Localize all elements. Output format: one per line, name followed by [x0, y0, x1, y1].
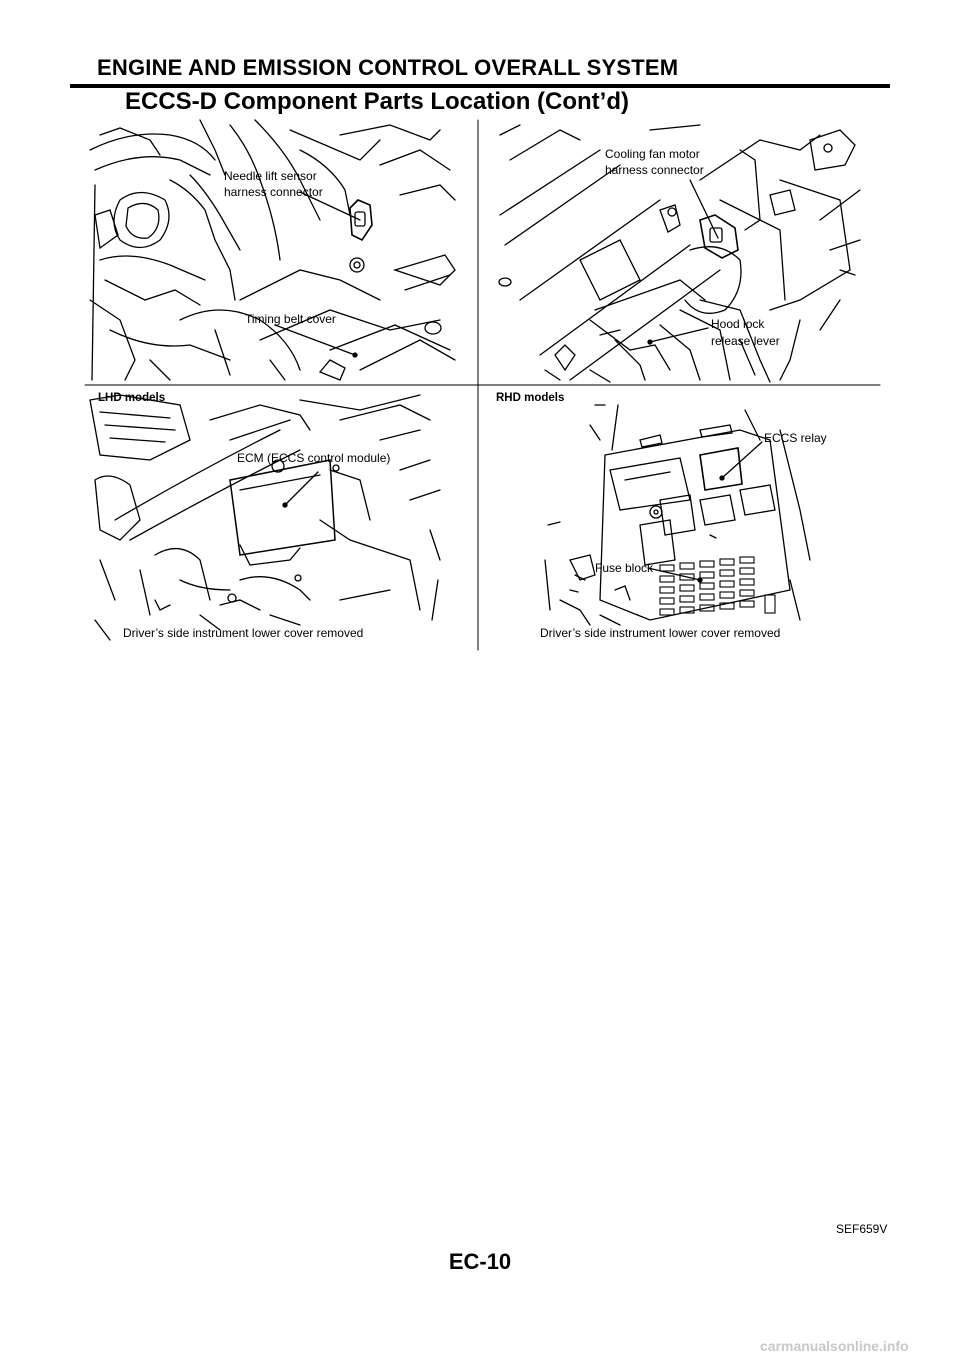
subsection-title: ECCS-D Component Parts Location (Cont’d) — [125, 88, 629, 115]
front-end-illustration-right — [498, 124, 861, 383]
section-title: ENGINE AND EMISSION CONTROL OVERALL SYST… — [97, 55, 679, 80]
figure-code: SEF659V — [836, 1222, 888, 1236]
ecm-label: ECM (ECCS control module) — [237, 451, 390, 465]
header-rule — [70, 84, 890, 88]
component-location-figure: Needle lift sensor harness connector Tim… — [84, 119, 881, 651]
lhd-ecm-illustration — [89, 394, 441, 641]
cooling-fan-motor-label-line2: harness connector — [605, 163, 704, 177]
page-number: EC-10 — [448, 1249, 512, 1274]
needle-lift-sensor-label-line2: harness connector — [224, 185, 323, 199]
hood-lock-label-line2: release lever — [711, 334, 780, 348]
lhd-models-heading: LHD models — [98, 392, 165, 404]
timing-belt-cover-label: Timing belt cover — [245, 312, 336, 326]
rhd-fuse-block-illustration — [544, 404, 811, 626]
rhd-caption: Driver’s side instrument lower cover rem… — [540, 626, 780, 640]
lhd-caption: Driver’s side instrument lower cover rem… — [123, 626, 363, 640]
hood-lock-label: Hood lock — [711, 317, 765, 331]
rhd-models-heading: RHD models — [496, 392, 564, 404]
cooling-fan-motor-label: Cooling fan motor — [605, 147, 700, 161]
fuse-block-label: Fuse block — [595, 561, 654, 575]
eccs-relay-label: ECCS relay — [764, 431, 827, 445]
watermark: carmanualsonline.info — [760, 1338, 909, 1354]
engine-bay-illustration-left — [89, 119, 456, 381]
needle-lift-sensor-label: Needle lift sensor — [224, 169, 317, 183]
